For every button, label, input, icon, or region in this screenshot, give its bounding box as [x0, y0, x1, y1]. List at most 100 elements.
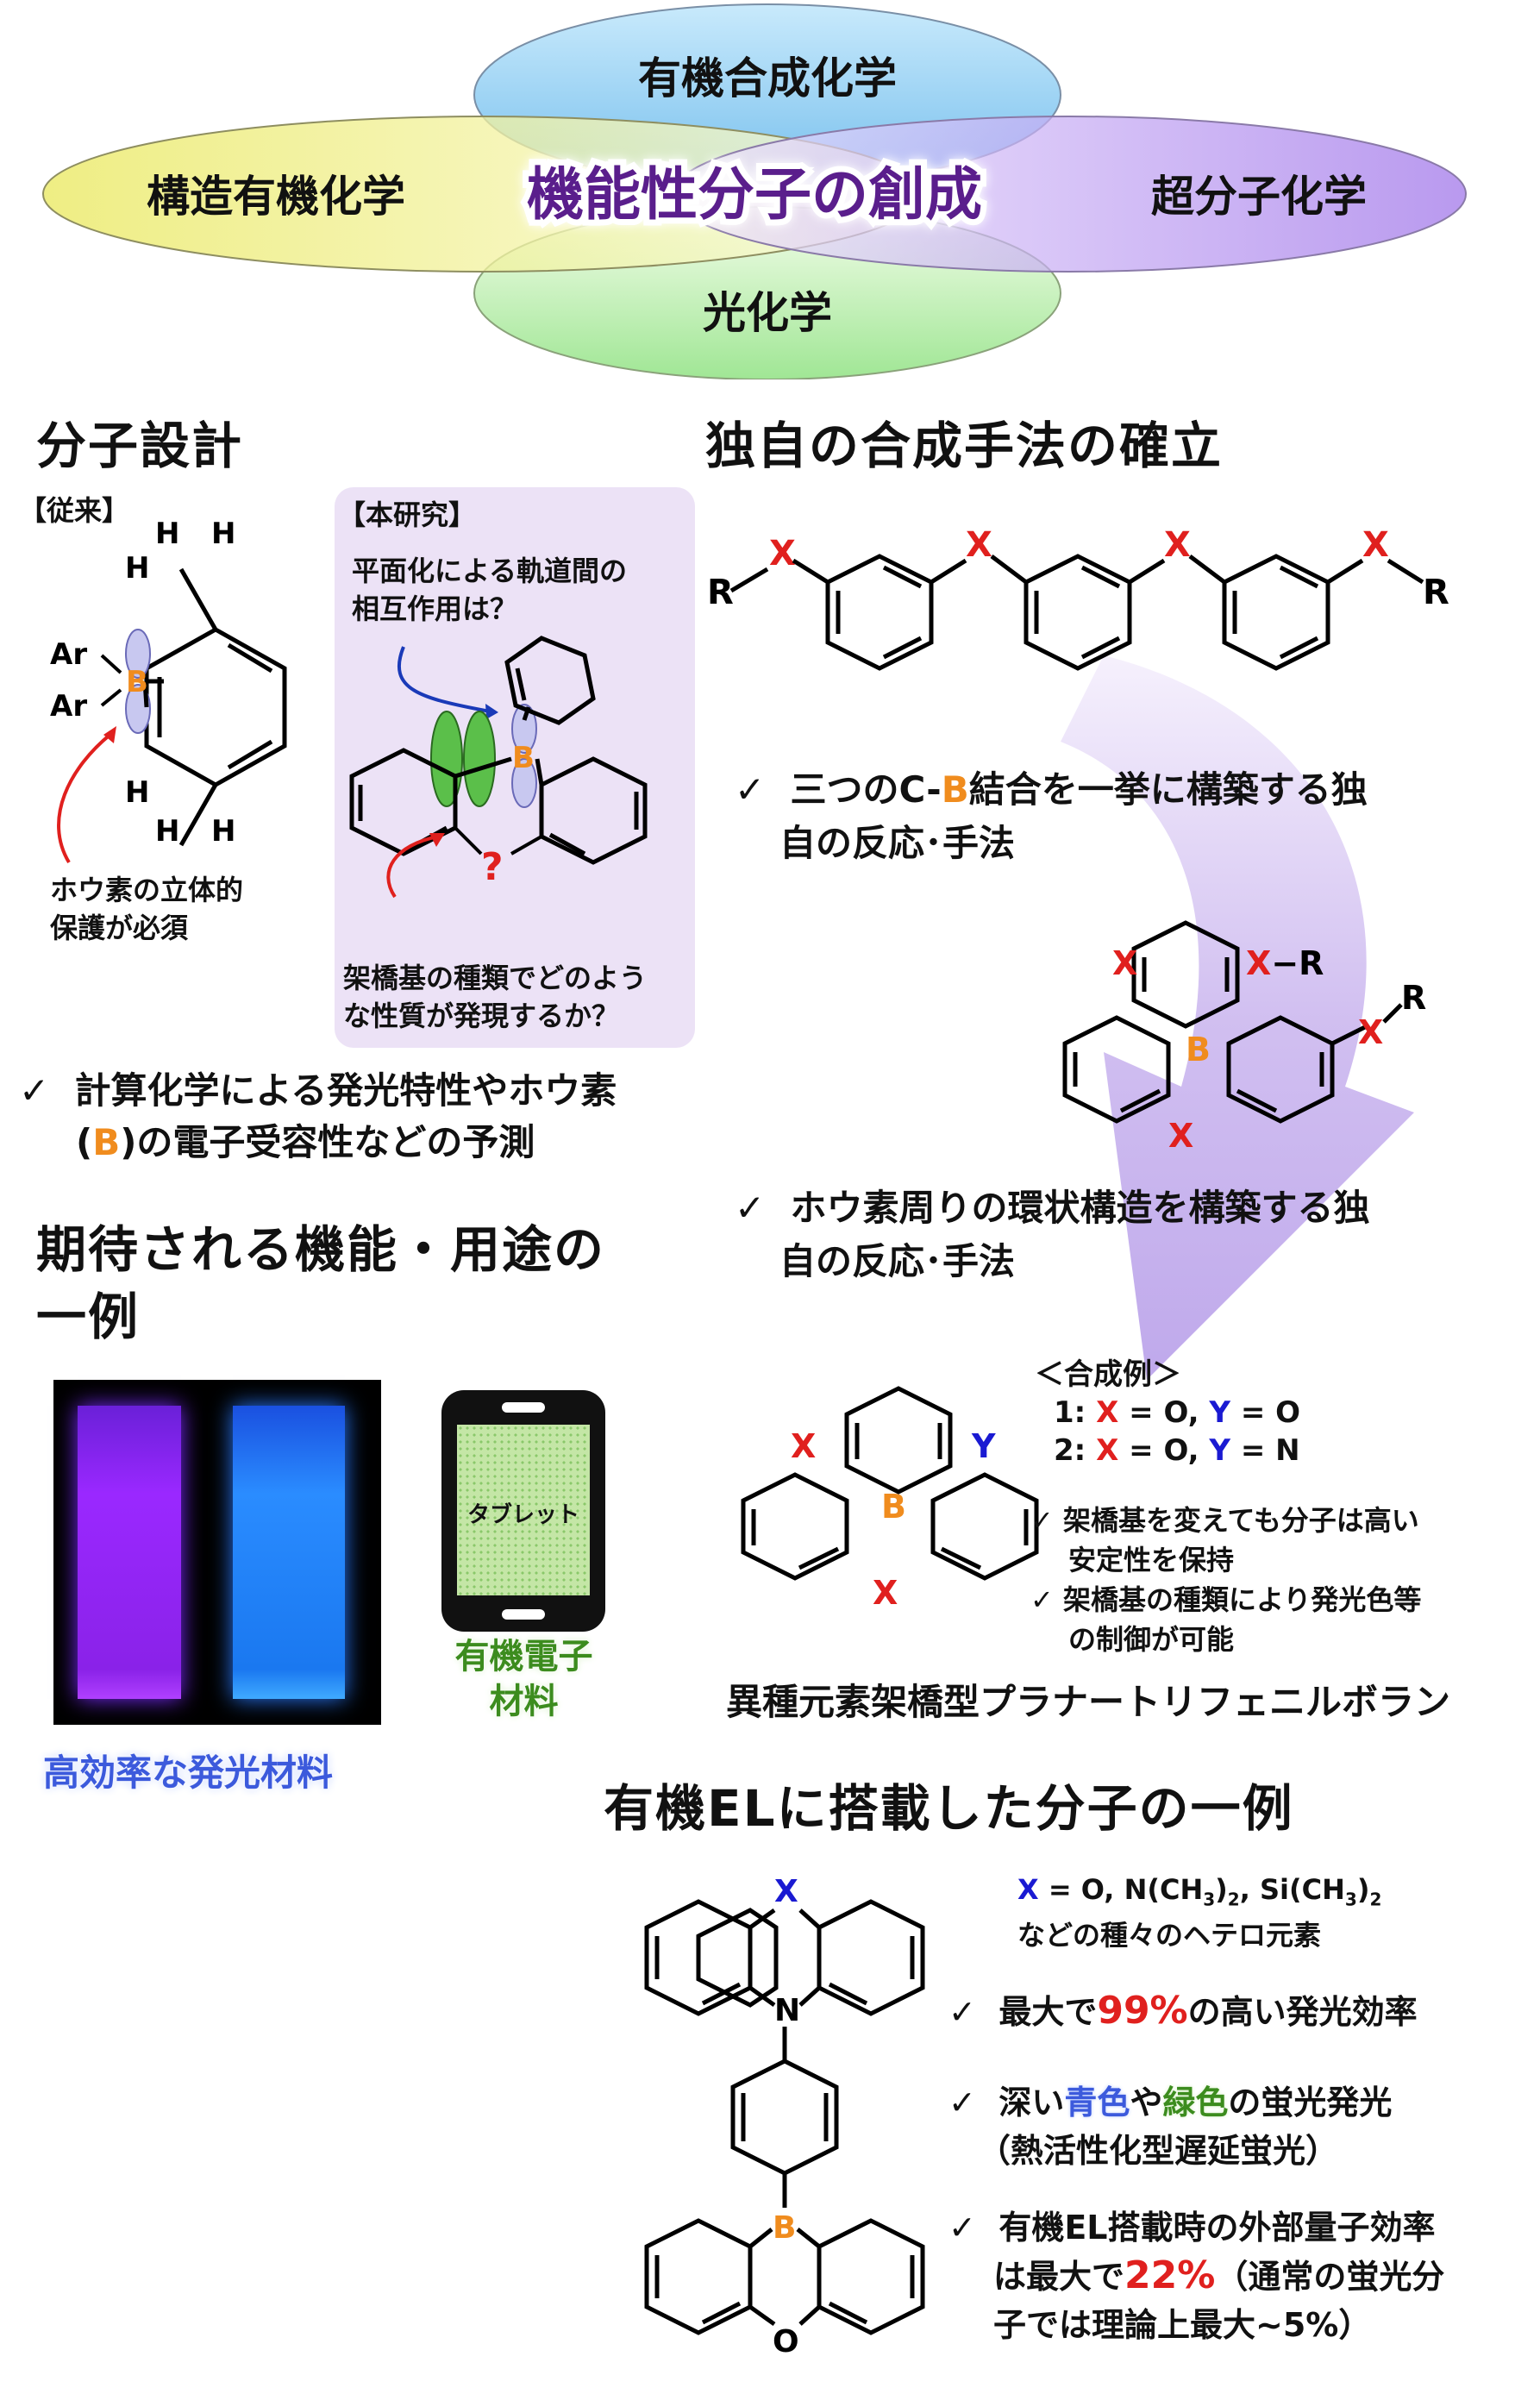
step2-text: ホウ素周りの環状構造を構築する独: [790, 1187, 1370, 1229]
y-atom: Y: [971, 1427, 996, 1465]
bridge-qmark: ?: [481, 845, 504, 889]
h-atom: H: [211, 517, 235, 551]
bridge-note-line: 架橋基の種類でどのよう: [343, 962, 648, 994]
r-atom: R: [1401, 979, 1426, 1017]
conv-B-atom: B: [126, 665, 148, 699]
protect-note-line: 保護が必須: [50, 912, 189, 944]
x-atom: X: [1362, 525, 1389, 565]
planar-B-atom: B: [512, 741, 535, 775]
hetero-note: などの種々のヘテロ元素: [1017, 1919, 1322, 1952]
blue-cuvette: [233, 1406, 345, 1699]
product-note: 架橋基を変えても分子は高い: [1062, 1504, 1419, 1537]
cuvette-photo: [53, 1380, 381, 1725]
x-atom: X: [1112, 944, 1137, 982]
step1-text: 結合を一挙に構築する独: [968, 768, 1368, 811]
x-atom: X: [966, 525, 992, 565]
oled-structure: X N B O: [644, 1874, 925, 2360]
step2-check: ✓ ホウ素周りの環状構造を構築する独 自の反応･手法: [735, 1181, 1369, 1288]
electronics-label: 有機電子 材料: [435, 1634, 612, 1724]
functions-heading-line: 一例: [36, 1288, 141, 1346]
conv-ar1: Ar: [50, 637, 87, 672]
example1: 1: X = O, Y = O: [1054, 1395, 1301, 1430]
h-atom: H: [155, 814, 179, 849]
r-atom: R: [707, 573, 734, 612]
r-atom: R: [1423, 573, 1449, 612]
prediction-line: の電子受容性などの予測: [136, 1121, 535, 1163]
examples-title: ＜合成例＞: [1035, 1357, 1181, 1392]
venn-bottom-label: 光化学: [703, 288, 832, 338]
product-structure: X Y B X: [741, 1386, 1039, 1612]
electronics-label-line: 有機電子: [454, 1637, 593, 1676]
orbital-question-line: 相互作用は？: [352, 592, 518, 625]
intermediate-structure: X X−R B X X R: [1062, 920, 1426, 1155]
product-notes: ✓ 架橋基を変えても分子は高い 安定性を保持 ✓ 架橋基の種類により発光色等 の…: [1030, 1501, 1421, 1659]
x-atom: X: [1246, 944, 1271, 982]
prediction-line: 計算化学による発光特性やホウ素: [74, 1069, 617, 1112]
tablet-icon: タブレット: [441, 1390, 605, 1632]
x-atom: X: [873, 1574, 898, 1612]
h-atom: H: [155, 517, 179, 551]
tablet-label: タブレット: [466, 1502, 579, 1528]
venn-diagram: 有機合成化学 構造有機化学 超分子化学 光化学 機能性分子の創成 機能性分子の創…: [42, 3, 1467, 379]
bridge-note: 架橋基の種類でどのよう な性質が発現するか？: [343, 959, 647, 1035]
conventional-tag: 【従来】: [19, 494, 130, 527]
electronics-label-line: 材料: [489, 1682, 559, 1721]
venn-top-label: 有機合成化学: [638, 53, 897, 103]
orbital-question: 平面化による軌道間の 相互作用は？: [352, 552, 627, 628]
tablet-speaker: [502, 1402, 545, 1413]
x-atom: X: [769, 534, 796, 573]
protect-note: ホウ素の立体的 保護が必須: [50, 871, 243, 947]
eqe-check: ✓ 有機EL搭載時の外部量子効率 は最大で22%（通常の蛍光分 子では理論上最大…: [948, 2209, 1445, 2344]
functions-heading-line: 期待される機能・用途の: [36, 1220, 606, 1279]
prediction-check: ✓ 計算化学による発光特性やホウ素 (B)の電子受容性などの予測: [19, 1069, 617, 1163]
color-check: ✓ 深い青色や緑色の蛍光発光 （熱活性化型遅延蛍光）: [948, 2078, 1392, 2175]
molecular-design-heading: 分子設計: [36, 417, 244, 475]
x-definition: X = O, N(CH3)2, Si(CH3)2 などの種々のヘテロ元素: [1017, 1873, 1382, 1952]
efficiency-check: ✓ 最大で99%の高い発光効率: [948, 1989, 1418, 2033]
examples: ＜合成例＞ 1: X = O, Y = O 2: X = O, Y = N: [1035, 1356, 1300, 1470]
conv-ar2: Ar: [50, 689, 87, 724]
venn-center-glow: 機能性分子の創成: [527, 161, 982, 228]
product-caption: 異種元素架橋型プラナートリフェニルボラン: [726, 1681, 1451, 1723]
color-sub: （熱活性化型遅延蛍光）: [978, 2132, 1339, 2170]
synthesis-heading: 独自の合成手法の確立: [705, 417, 1224, 475]
step1-text: 三つのC-: [790, 768, 942, 811]
bridge-note-line: な性質が発現するか？: [343, 1000, 620, 1032]
luminescent-label: 高効率な発光材料: [43, 1752, 334, 1794]
xr-group: X−R: [1246, 944, 1324, 982]
product-note: 安定性を保持: [1068, 1544, 1235, 1576]
starting-material: R X X X X R: [707, 525, 1449, 671]
b-atom: B: [881, 1488, 906, 1526]
h-atom: H: [125, 775, 149, 810]
x-atom: X: [1358, 1013, 1383, 1051]
x-atom: X: [791, 1427, 816, 1465]
b-atom: B: [773, 2210, 796, 2246]
oled-heading: 有機ELに搭載した分子の一例: [604, 1779, 1294, 1838]
conventional-structure: B Ar Ar H H H H H H: [50, 517, 287, 864]
n-atom: N: [774, 1993, 800, 2028]
b-atom: B: [1186, 1031, 1211, 1069]
h-atom: H: [211, 814, 235, 849]
process-arrow: [1061, 655, 1414, 1380]
h-atom: H: [125, 551, 149, 586]
venn-center-label: 機能性分子の創成: [527, 161, 982, 228]
product-note: の制御が可能: [1068, 1623, 1235, 1656]
tablet-screen: [457, 1425, 590, 1595]
example2: 2: X = O, Y = N: [1054, 1433, 1300, 1468]
venn-right-ellipse: [672, 116, 1467, 273]
protect-note-line: ホウ素の立体的: [50, 874, 244, 906]
violet-cuvette: [78, 1406, 181, 1699]
orbital-question-line: 平面化による軌道間の: [352, 555, 628, 587]
x-atom: X: [1168, 1117, 1193, 1155]
step1-b: B: [941, 768, 969, 811]
step2-text: 自の反応･手法: [779, 1240, 1016, 1282]
step1-check: ✓ 三つのC-B結合を一挙に構築する独 自の反応･手法: [735, 763, 1368, 870]
tablet-button: [502, 1609, 545, 1620]
this-study-tag: 【本研究】: [338, 498, 477, 531]
o-atom: O: [773, 2324, 799, 2360]
functions-heading: 期待される機能・用途の 一例: [36, 1216, 605, 1351]
prediction-b: B: [92, 1121, 121, 1163]
step1-text: 自の反応･手法: [779, 822, 1016, 864]
x-atom: X: [774, 1874, 798, 1909]
product-note: 架橋基の種類により発光色等: [1062, 1583, 1422, 1616]
